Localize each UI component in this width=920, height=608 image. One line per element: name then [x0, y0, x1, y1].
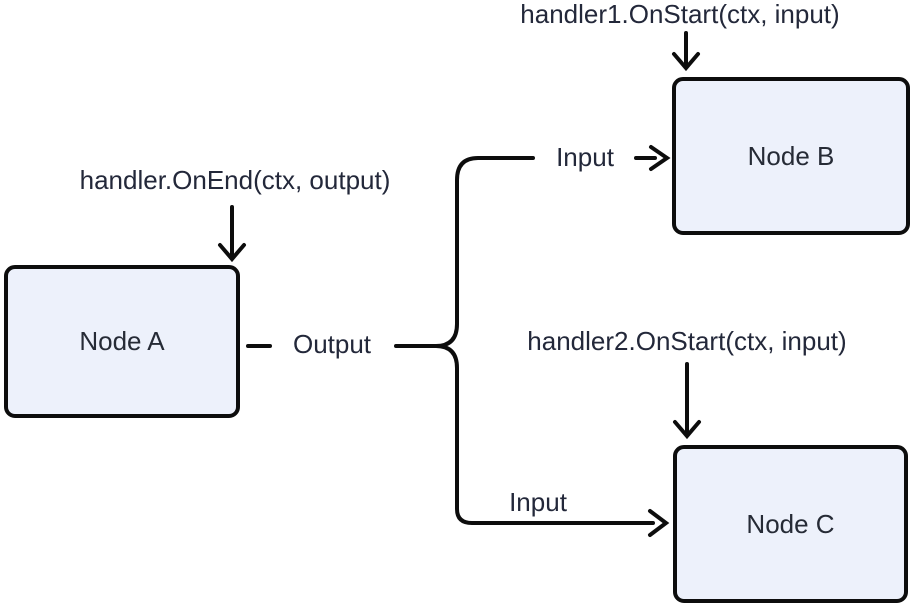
edge-label-input-bottom: Input — [509, 487, 567, 517]
arrow-down-icon — [218, 205, 246, 263]
node-b: Node B — [672, 77, 910, 235]
node-a: Node A — [4, 265, 240, 418]
edge-label-output: Output — [292, 329, 372, 359]
arrow-down-icon — [673, 362, 701, 440]
arrow-right-icon — [648, 509, 670, 537]
arrow-right-icon — [634, 145, 671, 171]
edge-label-input-top: Input — [556, 142, 614, 172]
fanout-brace — [435, 156, 655, 525]
annotation-onend: handler.OnEnd(ctx, output) — [79, 165, 391, 195]
node-a-label: Node A — [79, 326, 165, 356]
node-b-label: Node B — [747, 140, 835, 171]
arrow-down-icon — [672, 31, 700, 72]
annotation-onstart1: handler1.OnStart(ctx, input) — [520, 0, 840, 29]
node-c: Node C — [673, 445, 908, 603]
node-c-label: Node C — [746, 508, 835, 539]
annotation-onstart2: handler2.OnStart(ctx, input) — [527, 326, 847, 356]
